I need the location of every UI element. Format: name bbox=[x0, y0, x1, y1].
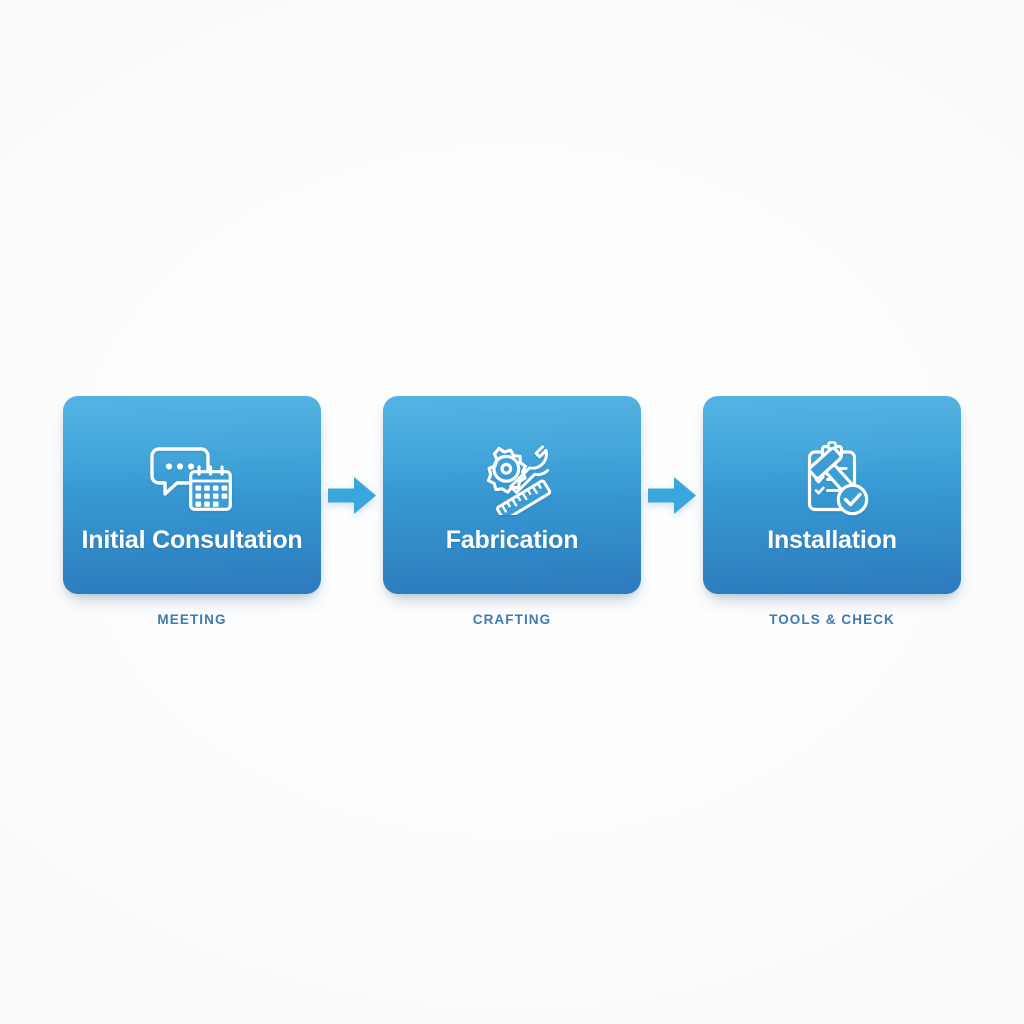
step-card[interactable]: Fabrication bbox=[383, 396, 641, 594]
step-fabrication[interactable]: Fabrication CRAFTING bbox=[383, 396, 641, 627]
step-title: Installation bbox=[767, 525, 897, 554]
clipboard-hammer-check-icon bbox=[789, 440, 875, 516]
step-caption: MEETING bbox=[157, 612, 227, 627]
arrow-right-icon bbox=[328, 476, 376, 514]
arrow-right-icon bbox=[648, 476, 696, 514]
step-card[interactable]: Installation bbox=[703, 396, 961, 594]
step-title: Initial Consultation bbox=[81, 525, 303, 554]
saw-blade-wrench-ruler-icon bbox=[469, 442, 555, 516]
step-installation[interactable]: Installation TOOLS & CHECK bbox=[703, 396, 961, 627]
step-initial-consultation[interactable]: Initial Consultation MEETING bbox=[63, 396, 321, 627]
speech-bubble-calendar-icon bbox=[149, 442, 235, 516]
steps-row: Initial Consultation MEETING bbox=[0, 396, 1024, 636]
step-caption: TOOLS & CHECK bbox=[769, 612, 895, 627]
step-title: Fabrication bbox=[445, 525, 579, 554]
step-caption: CRAFTING bbox=[472, 612, 552, 627]
step-card[interactable]: Initial Consultation bbox=[63, 396, 321, 594]
connector-1 bbox=[321, 396, 383, 594]
connector-2 bbox=[641, 396, 703, 594]
